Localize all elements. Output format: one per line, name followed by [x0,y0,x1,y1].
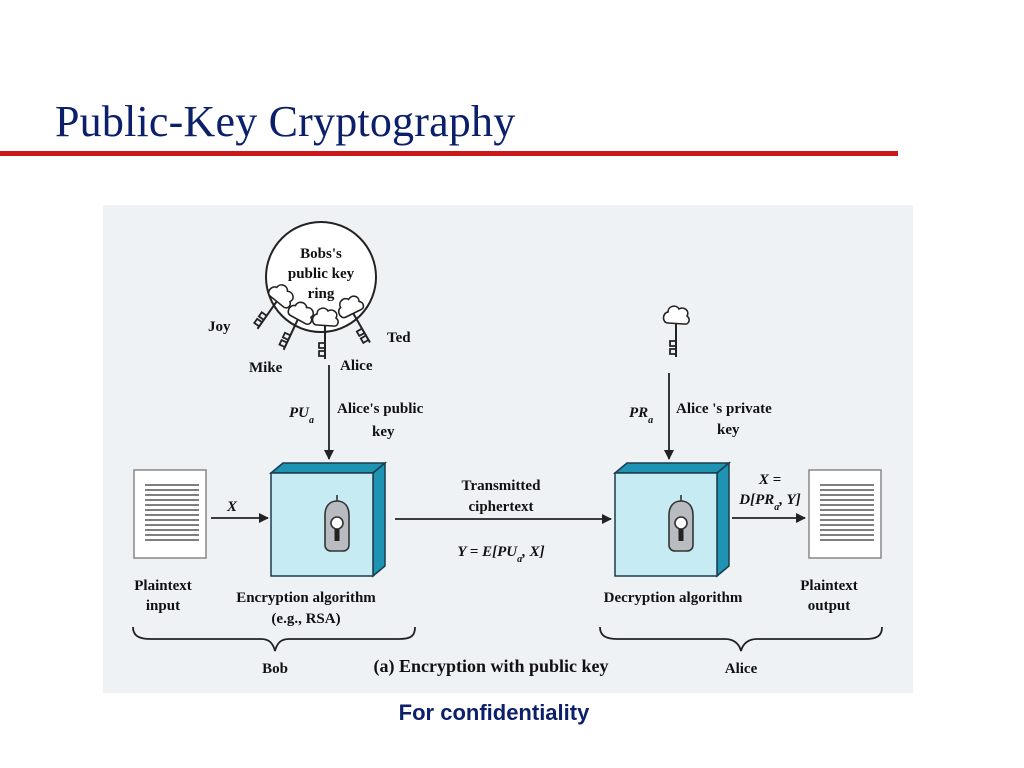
alice-brace [599,626,883,652]
input-var: X [226,499,238,515]
private-key-icon [662,305,691,358]
output-eq-2: D[PRa, Y] [738,492,800,513]
decryption-label-1: Decryption algorithm [604,590,743,606]
channel-label-1: Transmitted [462,478,542,494]
ciphertext-equation: Y = E[PUa, X] [457,544,544,565]
decryption-box [612,461,732,578]
bob-brace [132,626,416,652]
owner-ted: Ted [387,330,411,346]
slide-title: Public-Key Cryptography [55,97,516,146]
public-key-desc-1: Alice's public [337,401,424,417]
title-underline [0,151,898,156]
alice-label: Alice [725,661,758,677]
plaintext-output-document [808,469,882,559]
channel-label-2: ciphertext [469,499,534,515]
plaintext-input-label-2: input [146,598,180,614]
encryption-label-2: (e.g., RSA) [271,611,340,627]
diagram-figure: Bobs's public key ring Joy Mike Alice Te… [103,205,913,693]
plaintext-input-document [133,469,207,559]
key-ring-label-3: ring [308,286,335,302]
public-key-desc-2: key [372,424,395,440]
private-key-symbol: PRa [629,405,653,426]
plaintext-output-label-2: output [808,598,851,614]
encryption-box [268,461,388,578]
private-key-desc-2: key [717,422,740,438]
encryption-label-1: Encryption algorithm [236,590,376,606]
key-ring-label-2: public key [288,266,355,282]
owner-joy: Joy [208,319,231,335]
alice-key-icon [311,307,340,360]
key-ring-label-1: Bobs's [300,246,342,262]
decryption-lock-icon [668,494,694,552]
public-key-symbol: PUa [289,405,314,426]
figure-caption: (a) Encryption with public key [373,656,608,677]
output-eq-1: X = [758,472,781,488]
plaintext-input-label-1: Plaintext [134,578,192,594]
private-key-desc-1: Alice 's private [676,401,772,417]
slide-caption: For confidentiality [398,700,590,725]
owner-alice: Alice [340,358,373,374]
encryption-lock-icon [324,494,350,552]
bob-label: Bob [262,661,288,677]
owner-mike: Mike [249,360,283,376]
plaintext-output-label-1: Plaintext [800,578,858,594]
